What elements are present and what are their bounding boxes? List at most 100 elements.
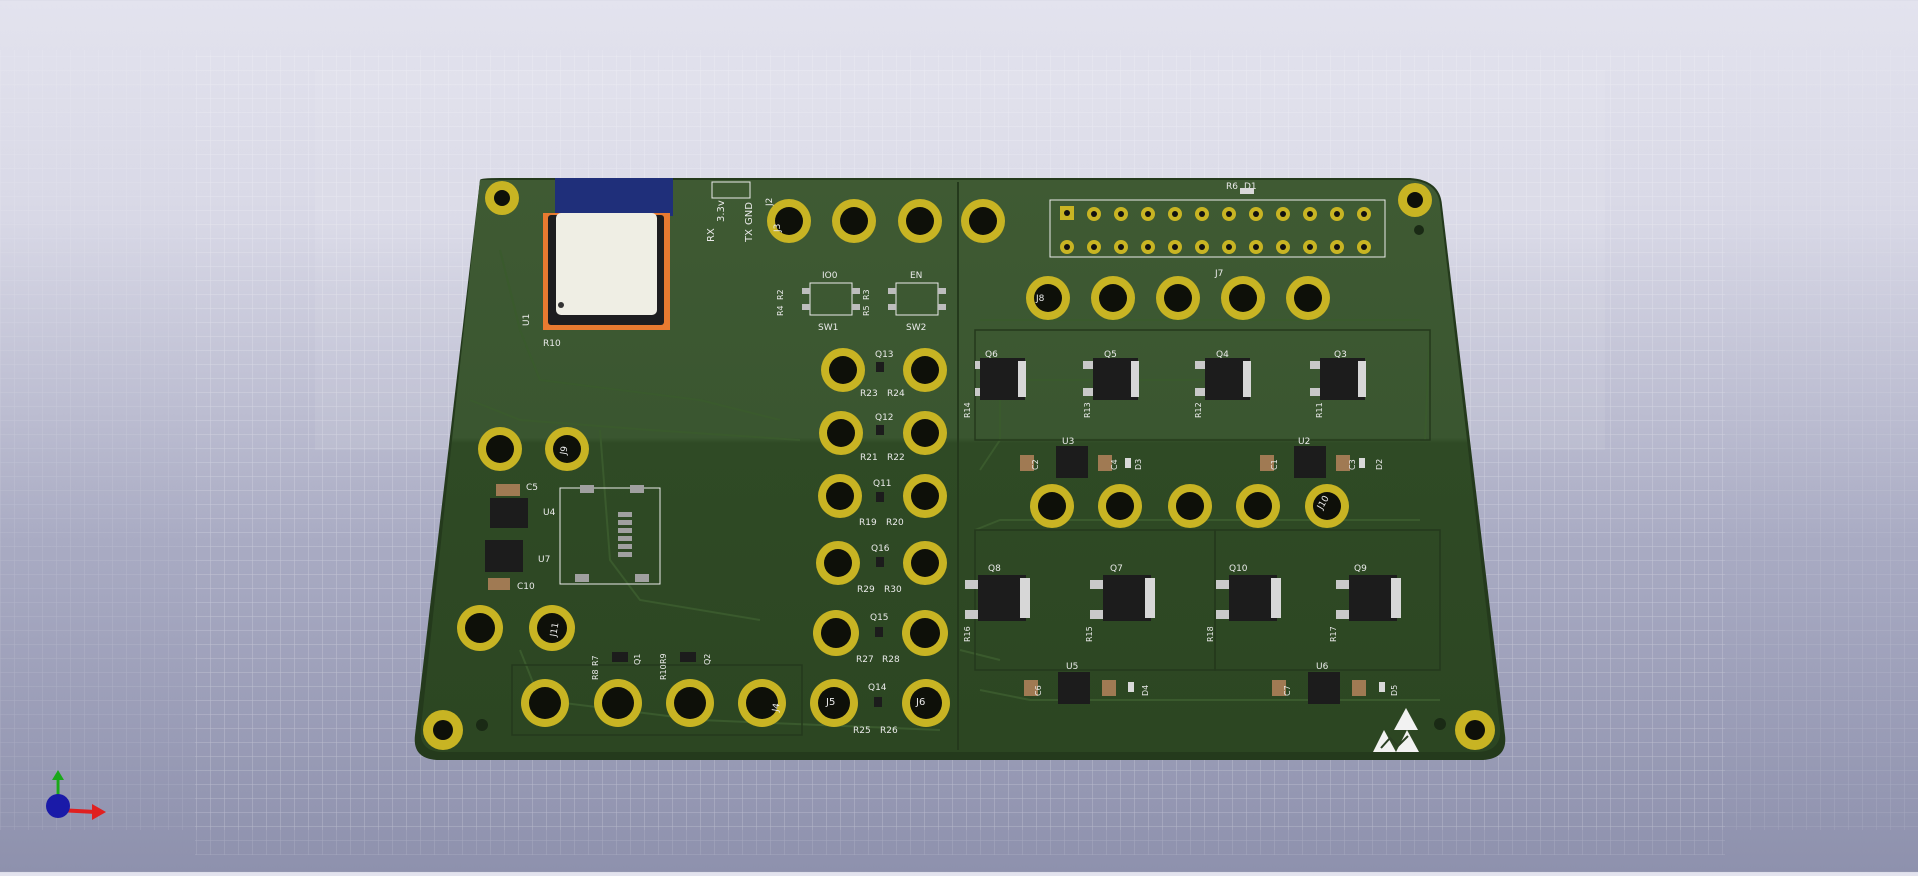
- u5-label: U5: [1066, 662, 1078, 672]
- r22-label: R22: [887, 453, 905, 463]
- j8-label: J8: [1035, 294, 1045, 304]
- q16-label: Q16: [871, 544, 890, 554]
- r25-label: R25: [853, 726, 871, 736]
- j2-label: J2: [765, 198, 775, 207]
- q14-label: Q14: [868, 683, 887, 693]
- q13-label: Q13: [875, 350, 894, 360]
- q6-label: Q6: [985, 350, 998, 360]
- c3-label: C3: [1348, 459, 1357, 470]
- u7-label: U7: [538, 555, 550, 565]
- pad-group-j10: J10: [1030, 484, 1349, 528]
- q3-label: Q3: [1334, 350, 1347, 360]
- card-connector[interactable]: [559, 485, 661, 585]
- c7-label: C7: [1283, 685, 1292, 696]
- r6-label: R6: [1226, 182, 1238, 192]
- pad-group-j8: J8: [1026, 276, 1330, 320]
- q15-label: Q15: [870, 613, 889, 623]
- r27-label: R27: [856, 655, 874, 665]
- io0-label: IO0: [822, 271, 838, 281]
- pad-group-j9: J9: [478, 427, 589, 471]
- r12-label: R12: [1194, 402, 1203, 418]
- q12-label: Q12: [875, 413, 894, 423]
- power-mosfets-top[interactable]: Q6 Q5 Q4 Q3 R14 R13 R12 R11: [963, 350, 1366, 418]
- c6-label: C6: [1034, 685, 1043, 696]
- small-transistors-left[interactable]: R7 R8 Q1 R9 R10 Q2: [591, 652, 712, 680]
- esp32-module-u1[interactable]: U1 R10: [522, 178, 673, 349]
- r2-label: R2: [776, 289, 785, 300]
- j9-label: J9: [559, 445, 571, 456]
- q11-label: Q11: [873, 479, 892, 489]
- copper-zones: [511, 329, 1441, 736]
- r21-label: R21: [860, 453, 878, 463]
- j4-label: J4: [771, 702, 783, 713]
- r5-label: R5: [862, 305, 871, 316]
- pad-group-j4: J4: [521, 679, 786, 727]
- r14-label: R14: [963, 402, 972, 418]
- c5-label: C5: [526, 483, 538, 493]
- r20-label: R20: [886, 518, 904, 528]
- power-mosfets-bottom[interactable]: Q8 Q7 Q10 Q9 R16 R15 R18 R17: [963, 564, 1401, 642]
- gnd-label: GND: [744, 202, 755, 225]
- q7-label: Q7: [1110, 564, 1123, 574]
- rx-label: RX: [706, 228, 717, 242]
- r24-label: R24: [887, 389, 905, 399]
- r8-label: R8: [591, 669, 600, 680]
- q4-label: Q4: [1216, 350, 1229, 360]
- r18-label: R18: [1206, 626, 1215, 642]
- r17-label: R17: [1329, 626, 1338, 642]
- r28-label: R28: [882, 655, 900, 665]
- j3-label: J3: [773, 224, 783, 233]
- r23-label: R23: [860, 389, 878, 399]
- pad-group-j11: J11: [457, 605, 575, 651]
- q1-label: Q1: [633, 654, 642, 665]
- r7-label: R7: [591, 655, 600, 666]
- switch-sw2[interactable]: EN SW2 R3 R5: [862, 271, 946, 333]
- driver-ics[interactable]: U3 C2 C4 D3 U2 C1 C3 D2 U5 C6 D4 U6 C7 D…: [1020, 437, 1399, 704]
- sw1-label: SW1: [818, 323, 838, 333]
- terminal-pads[interactable]: J3 J8 J10 J9 J11: [457, 199, 1349, 727]
- c2-label: C2: [1031, 459, 1040, 470]
- u4-label: U4: [543, 508, 556, 518]
- left-ics[interactable]: C5 U4 U7 C10: [485, 483, 556, 592]
- small-transistors[interactable]: Q13 R23 R24 Q12 R21 R22 Q11 R19 R20 Q16 …: [853, 350, 905, 736]
- switch-sw1[interactable]: IO0 SW1 R2 R4: [776, 271, 860, 333]
- sw2-label: SW2: [906, 323, 926, 333]
- j6-label: J6: [915, 697, 925, 708]
- pad-group-top: J3: [767, 199, 1005, 243]
- r15-label: R15: [1085, 626, 1094, 642]
- r11-label: R11: [1315, 402, 1324, 418]
- esd-warning-icon: [1373, 708, 1419, 752]
- d4-label: D4: [1141, 685, 1150, 696]
- d2-label: D2: [1375, 459, 1384, 470]
- r30-label: R30: [884, 585, 902, 595]
- u2-label: U2: [1298, 437, 1310, 447]
- d3-label: D3: [1134, 459, 1143, 470]
- r10-label: R10: [659, 664, 668, 680]
- d1-label: D1: [1244, 182, 1257, 192]
- r13-label: R13: [1083, 402, 1092, 418]
- serial-header-j2[interactable]: RX 3.3v TX GND J2: [706, 181, 775, 243]
- r10-top-label: R10: [543, 339, 561, 349]
- q5-label: Q5: [1104, 350, 1117, 360]
- pin-header-j7[interactable]: J7 R6 D1: [1049, 182, 1386, 279]
- r26-label: R26: [880, 726, 898, 736]
- j5-label: J5: [825, 697, 835, 708]
- mounting-holes: [423, 181, 1495, 750]
- r29-label: R29: [857, 585, 875, 595]
- r9-label: R9: [659, 653, 668, 664]
- en-label: EN: [910, 271, 922, 281]
- j11-label: J11: [549, 622, 561, 639]
- r16-label: R16: [963, 626, 972, 642]
- q9-label: Q9: [1354, 564, 1367, 574]
- j7-label: J7: [1214, 269, 1223, 279]
- v33-label: 3.3v: [716, 200, 727, 222]
- u6-label: U6: [1316, 662, 1329, 672]
- axes-orientation-icon: [46, 770, 106, 820]
- c10-label: C10: [517, 582, 535, 592]
- q8-label: Q8: [988, 564, 1001, 574]
- c4-label: C4: [1110, 459, 1119, 470]
- pad-group-middle: J5 J6: [810, 348, 950, 727]
- r3-label: R3: [862, 289, 871, 300]
